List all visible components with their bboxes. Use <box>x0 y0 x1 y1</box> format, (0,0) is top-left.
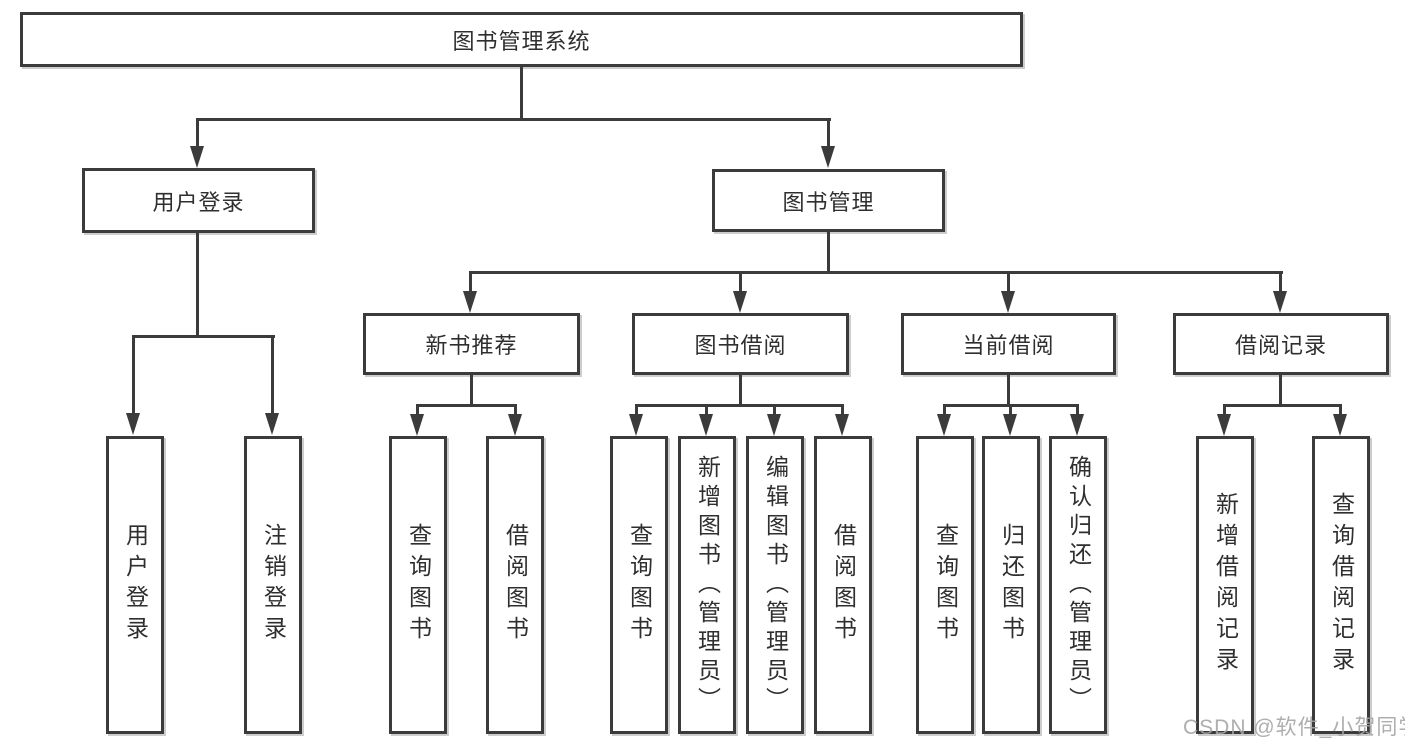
arrow-down-icon <box>1001 291 1015 313</box>
connector-line <box>520 67 523 120</box>
connector-line <box>416 404 419 417</box>
arrow-down-icon <box>733 291 747 313</box>
connector-line <box>469 271 1283 274</box>
arrow-down-icon <box>508 414 522 436</box>
connector-line <box>1007 271 1010 295</box>
leaf-return-book: 归还图书 <box>982 436 1040 734</box>
connector-line <box>514 404 517 417</box>
connector-line <box>1007 375 1010 406</box>
connector-line <box>739 271 742 295</box>
connector-line <box>417 404 517 407</box>
connector-line <box>470 375 473 406</box>
leaf-query-books-borrow: 查询图书 <box>610 436 668 734</box>
arrow-down-icon <box>463 291 477 313</box>
connector-line <box>196 233 199 338</box>
arrow-down-icon <box>1070 414 1084 436</box>
connector-line <box>132 335 135 417</box>
node-borrowing-records: 借阅记录 <box>1173 313 1389 375</box>
connector-line <box>469 271 472 295</box>
node-book-borrowing: 图书借阅 <box>632 313 849 375</box>
arrow-down-icon <box>1333 414 1347 436</box>
connector-line <box>196 118 199 150</box>
connector-line <box>635 404 638 417</box>
arrow-down-icon <box>126 413 140 435</box>
leaf-add-book-admin: 新增图书（管理员） <box>678 436 736 734</box>
leaf-edit-book-admin: 编辑图书（管理员） <box>746 436 804 734</box>
leaf-borrow-books: 借阅图书 <box>814 436 872 734</box>
connector-line <box>1339 404 1342 417</box>
connector-line <box>1076 404 1079 417</box>
connector-line <box>705 404 708 417</box>
leaf-query-books-current: 查询图书 <box>916 436 974 734</box>
arrow-down-icon <box>937 414 951 436</box>
arrow-down-icon <box>699 414 713 436</box>
connector-line <box>197 118 831 121</box>
connector-line <box>827 118 830 150</box>
connector-line <box>827 232 830 274</box>
connector-line <box>739 375 742 406</box>
arrow-down-icon <box>1217 414 1231 436</box>
connector-line <box>841 404 844 417</box>
arrow-down-icon <box>835 414 849 436</box>
connector-line <box>943 404 946 417</box>
connector-line <box>1279 375 1282 406</box>
arrow-down-icon <box>265 413 279 435</box>
leaf-logout: 注销登录 <box>244 436 302 734</box>
leaf-query-books-recommend: 查询图书 <box>389 436 447 734</box>
node-root-system: 图书管理系统 <box>20 12 1023 67</box>
node-current-borrowing: 当前借阅 <box>901 313 1116 375</box>
leaf-user-login: 用户登录 <box>106 436 164 734</box>
watermark: CSDN @软件_小贺同学 <box>1183 716 1405 739</box>
connector-line <box>1009 404 1012 417</box>
arrow-down-icon <box>767 414 781 436</box>
connector-line <box>133 335 275 338</box>
arrow-down-icon <box>821 146 835 168</box>
arrow-down-icon <box>410 414 424 436</box>
node-user-login: 用户登录 <box>82 168 315 233</box>
leaf-add-borrow-record: 新增借阅记录 <box>1196 436 1254 734</box>
connector-line <box>1223 404 1226 417</box>
arrow-down-icon <box>1003 414 1017 436</box>
connector-line <box>271 335 274 417</box>
node-new-book-recommend: 新书推荐 <box>363 313 580 375</box>
node-book-management: 图书管理 <box>712 169 945 232</box>
arrow-down-icon <box>629 414 643 436</box>
arrow-down-icon <box>1273 291 1287 313</box>
arrow-down-icon <box>190 146 204 168</box>
connector-line <box>1224 404 1342 407</box>
connector-line <box>636 404 844 407</box>
leaf-borrow-books-recommend: 借阅图书 <box>486 436 544 734</box>
connector-line <box>1279 271 1282 295</box>
leaf-confirm-return-admin: 确认归还（管理员） <box>1049 436 1107 734</box>
connector-line <box>773 404 776 417</box>
leaf-query-borrow-record: 查询借阅记录 <box>1312 436 1370 734</box>
